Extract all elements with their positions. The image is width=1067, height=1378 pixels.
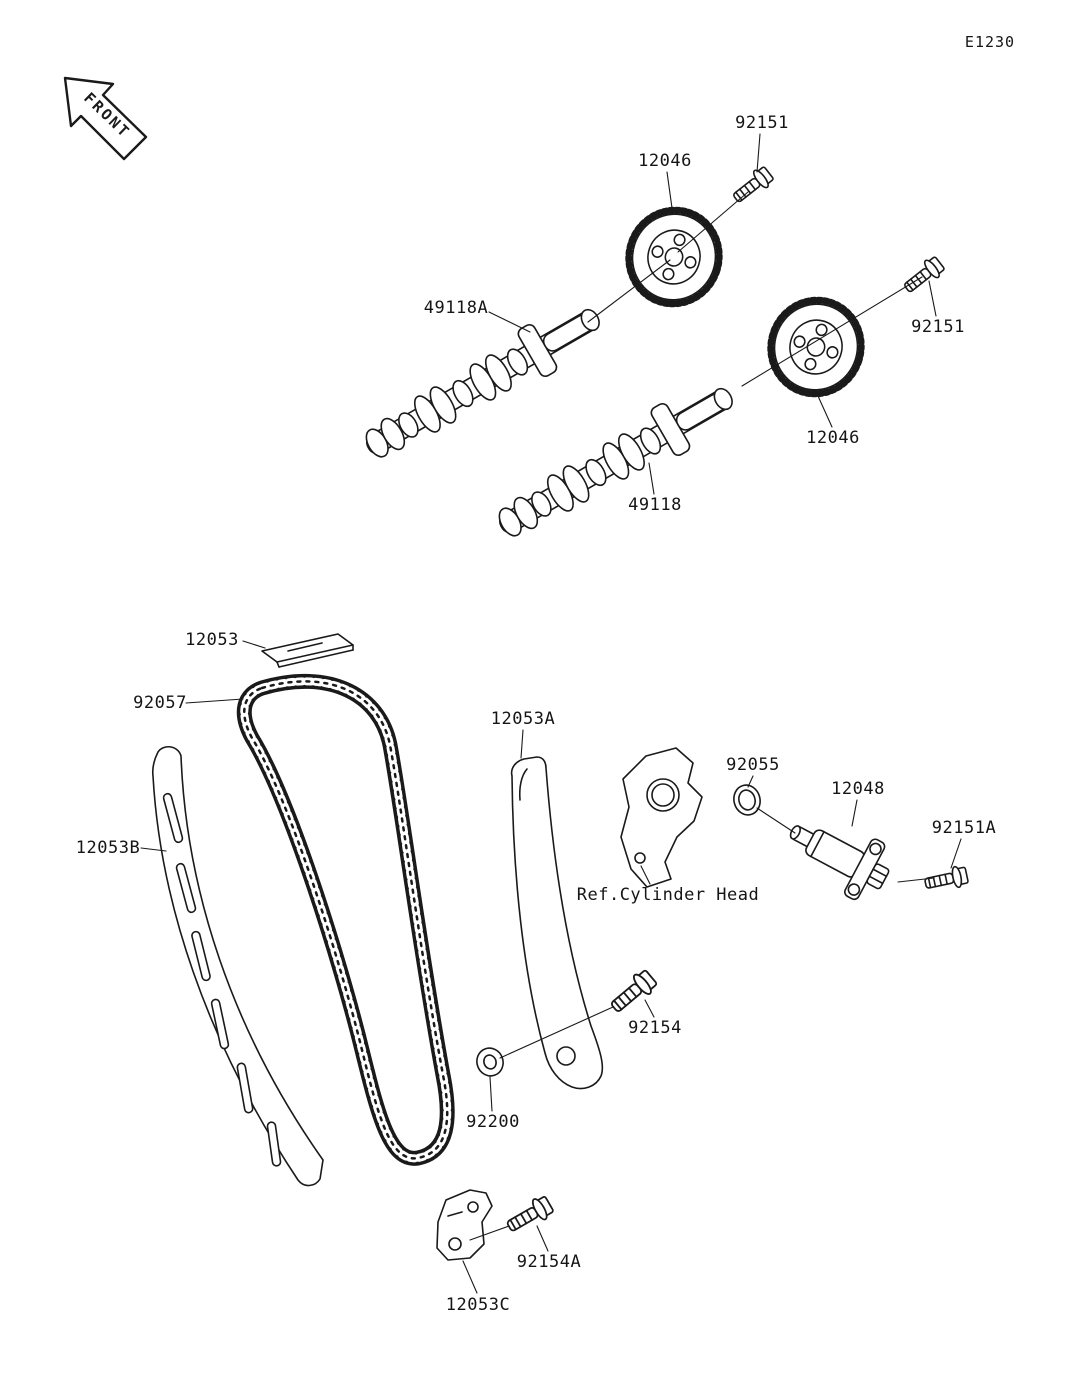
callout-12053: 12053 xyxy=(185,630,239,650)
washer-92200 xyxy=(476,1047,504,1077)
callout-92151-rear: 92151 xyxy=(911,317,965,337)
callout-49118a: 49118A xyxy=(423,298,489,318)
callout-12053b: 12053B xyxy=(75,838,141,858)
o-ring-92055 xyxy=(733,784,761,816)
cam-chain-92057 xyxy=(236,673,455,1166)
bolt-92151a xyxy=(922,863,970,895)
cylinder-head-ref xyxy=(620,747,703,888)
camshaft-49118a xyxy=(365,308,600,458)
callout-12053c: 12053C xyxy=(445,1295,511,1315)
cam-sprocket-12046-front xyxy=(625,206,723,308)
assembly-lines xyxy=(469,191,935,1241)
callout-12046-front: 12046 xyxy=(638,151,692,171)
chain-tensioner-12048 xyxy=(789,825,890,901)
callout-92151a: 92151A xyxy=(931,818,997,838)
cam-sprocket-12046-rear xyxy=(767,296,865,398)
bolt-92154 xyxy=(605,966,660,1019)
callout-92055: 92055 xyxy=(726,755,780,775)
front-direction-arrow: FRONT xyxy=(63,76,148,161)
callout-92200: 92200 xyxy=(466,1112,520,1132)
callout-92057: 92057 xyxy=(133,693,187,713)
chain-guide-12053b xyxy=(151,746,324,1187)
page-code: E1230 xyxy=(964,33,1016,51)
callout-49118: 49118 xyxy=(628,495,682,515)
callout-92151-front: 92151 xyxy=(735,113,789,133)
callout-12046-rear: 12046 xyxy=(806,428,860,448)
bolt-92151-front xyxy=(728,163,777,208)
callout-92154a: 92154A xyxy=(516,1252,582,1272)
chain-guide-12053 xyxy=(261,633,354,668)
bolt-92151-rear xyxy=(899,253,948,298)
bracket-12053c xyxy=(436,1189,493,1261)
callout-12048: 12048 xyxy=(831,779,885,799)
callout-92154: 92154 xyxy=(628,1018,682,1038)
callout-12053a: 12053A xyxy=(490,709,556,729)
camshaft-49118 xyxy=(498,387,733,537)
leader-lines xyxy=(140,133,962,1294)
chain-guide-12053a xyxy=(510,756,604,1090)
bolt-92154a xyxy=(502,1192,556,1238)
callout-ref-cylinder-head: Ref.Cylinder Head xyxy=(576,885,760,905)
